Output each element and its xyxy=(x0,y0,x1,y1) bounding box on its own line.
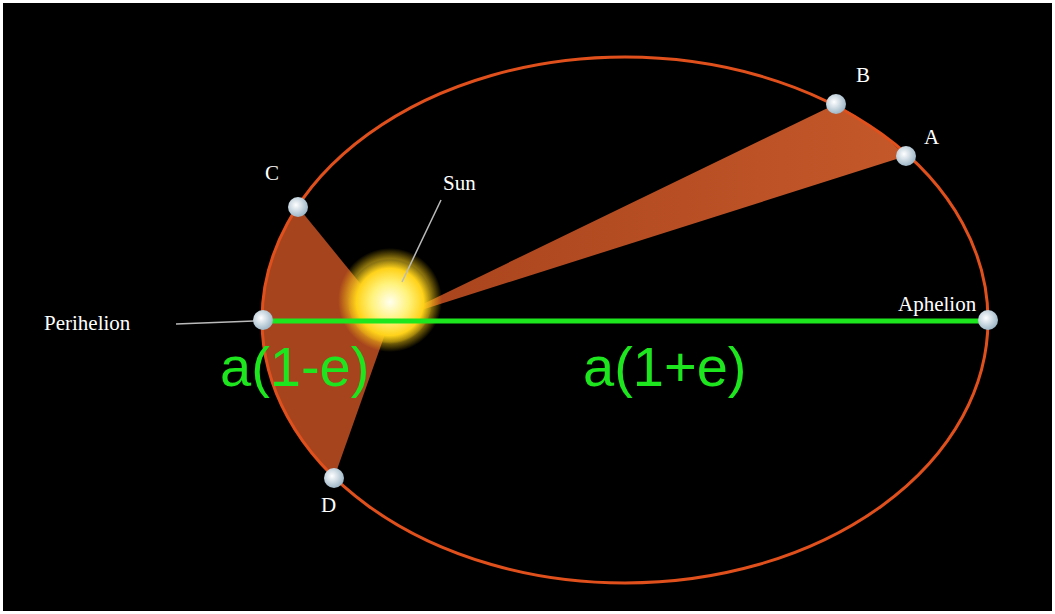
perihelion-label: Perihelion xyxy=(44,312,130,335)
distance-label: a(1-e) xyxy=(220,336,369,398)
major-axis-line xyxy=(265,319,990,324)
planet-dot xyxy=(978,310,998,330)
position-label: A xyxy=(924,126,939,149)
leader-line xyxy=(176,321,254,324)
planet-dot xyxy=(288,197,308,217)
planet-dot xyxy=(896,146,916,166)
planet-dot xyxy=(826,94,846,114)
planet-dot xyxy=(324,468,344,488)
planet-dot xyxy=(253,310,273,330)
sun-label: Sun xyxy=(443,172,476,195)
leader-line xyxy=(402,200,441,282)
position-label: D xyxy=(321,494,336,517)
swept-area xyxy=(390,104,906,320)
position-label: B xyxy=(856,64,870,87)
sun-symbol xyxy=(348,260,432,344)
black-ground xyxy=(3,3,1052,611)
position-label: C xyxy=(265,162,279,185)
aphelion-label: Aphelion xyxy=(898,293,976,316)
distance-label: a(1+e) xyxy=(583,336,746,398)
